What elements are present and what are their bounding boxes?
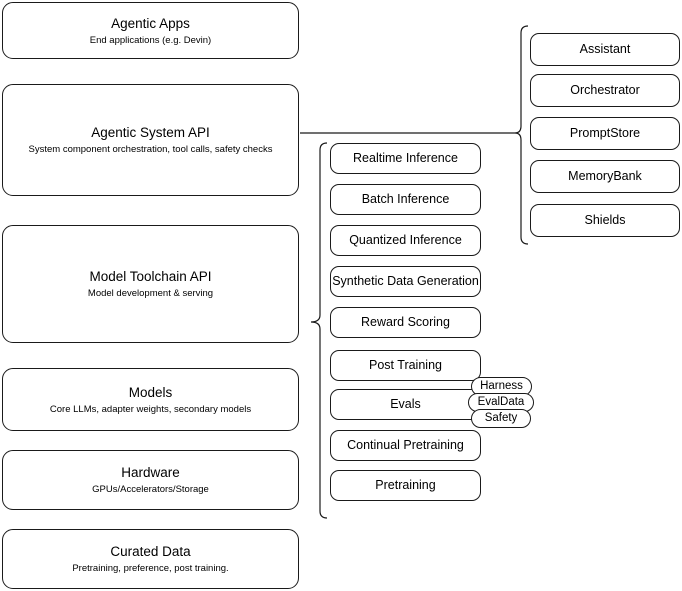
system-component-label: Orchestrator (570, 83, 640, 97)
toolchain-component-label: Reward Scoring (361, 315, 450, 329)
system-component-label: Assistant (579, 42, 631, 56)
toolchain-component-synthetic-data-generation[interactable]: Synthetic Data Generation (330, 266, 481, 297)
stack-layer-subtitle: Model development & serving (87, 288, 214, 299)
toolchain-component-continual-pretraining[interactable]: Continual Pretraining (330, 430, 481, 461)
eval-pill-label: Safety (484, 412, 518, 424)
stack-layer-subtitle: End applications (e.g. Devin) (89, 34, 212, 46)
stack-layer-subtitle: Core LLMs, adapter weights, secondary mo… (49, 403, 252, 415)
toolchain-component-pretraining[interactable]: Pretraining (330, 470, 481, 501)
toolchain-component-label: Post Training (369, 358, 442, 372)
toolchain-component-label: Continual Pretraining (347, 438, 464, 452)
system-component-promptstore[interactable]: PromptStore (530, 117, 680, 150)
system-component-memorybank[interactable]: MemoryBank (530, 160, 680, 193)
system-component-label: Shields (584, 213, 626, 227)
toolchain-components-brace (310, 142, 328, 519)
toolchain-component-label: Realtime Inference (353, 151, 458, 165)
stack-layer-title: Model Toolchain API (89, 269, 212, 284)
toolchain-component-label: Batch Inference (361, 192, 450, 206)
eval-pill-label: EvalData (477, 396, 525, 408)
stack-layer-hardware[interactable]: Hardware GPUs/Accelerators/Storage (2, 450, 299, 510)
toolchain-component-label: Evals (390, 397, 421, 411)
stack-layer-title: Hardware (121, 465, 180, 480)
system-component-orchestrator[interactable]: Orchestrator (530, 74, 680, 107)
system-component-label: MemoryBank (568, 169, 642, 183)
stack-layer-subtitle: System component orchestration, tool cal… (28, 144, 273, 155)
toolchain-component-realtime-inference[interactable]: Realtime Inference (330, 143, 481, 174)
toolchain-component-evals[interactable]: Evals (330, 389, 481, 420)
stack-layer-model-toolchain-api[interactable]: Model Toolchain API Model development & … (2, 225, 299, 343)
stack-layer-subtitle: Pretraining, preference, post training. (72, 563, 229, 574)
toolchain-component-quantized-inference[interactable]: Quantized Inference (330, 225, 481, 256)
toolchain-component-label: Pretraining (375, 478, 436, 492)
system-component-shields[interactable]: Shields (530, 204, 680, 237)
stack-layer-title: Curated Data (110, 544, 191, 559)
stack-layer-agentic-apps[interactable]: Agentic Apps End applications (e.g. Devi… (2, 2, 299, 59)
toolchain-component-label: Quantized Inference (349, 233, 462, 247)
stack-layer-agentic-system-api[interactable]: Agentic System API System component orch… (2, 84, 299, 196)
system-component-label: PromptStore (569, 126, 641, 140)
stack-layer-subtitle: GPUs/Accelerators/Storage (92, 484, 209, 495)
eval-pill-label: Harness (480, 380, 523, 392)
stack-layer-models[interactable]: Models Core LLMs, adapter weights, secon… (2, 368, 299, 431)
stack-layer-title: Agentic Apps (111, 15, 190, 31)
toolchain-component-reward-scoring[interactable]: Reward Scoring (330, 307, 481, 338)
system-component-assistant[interactable]: Assistant (530, 33, 680, 66)
toolchain-component-post-training[interactable]: Post Training (330, 350, 481, 381)
stack-layer-title: Models (128, 384, 173, 400)
toolchain-component-batch-inference[interactable]: Batch Inference (330, 184, 481, 215)
system-components-brace (514, 25, 529, 245)
eval-pill-safety[interactable]: Safety (471, 409, 531, 428)
stack-layer-title: Agentic System API (91, 125, 210, 140)
stack-layer-curated-data[interactable]: Curated Data Pretraining, preference, po… (2, 529, 299, 589)
toolchain-component-label: Synthetic Data Generation (332, 274, 479, 288)
